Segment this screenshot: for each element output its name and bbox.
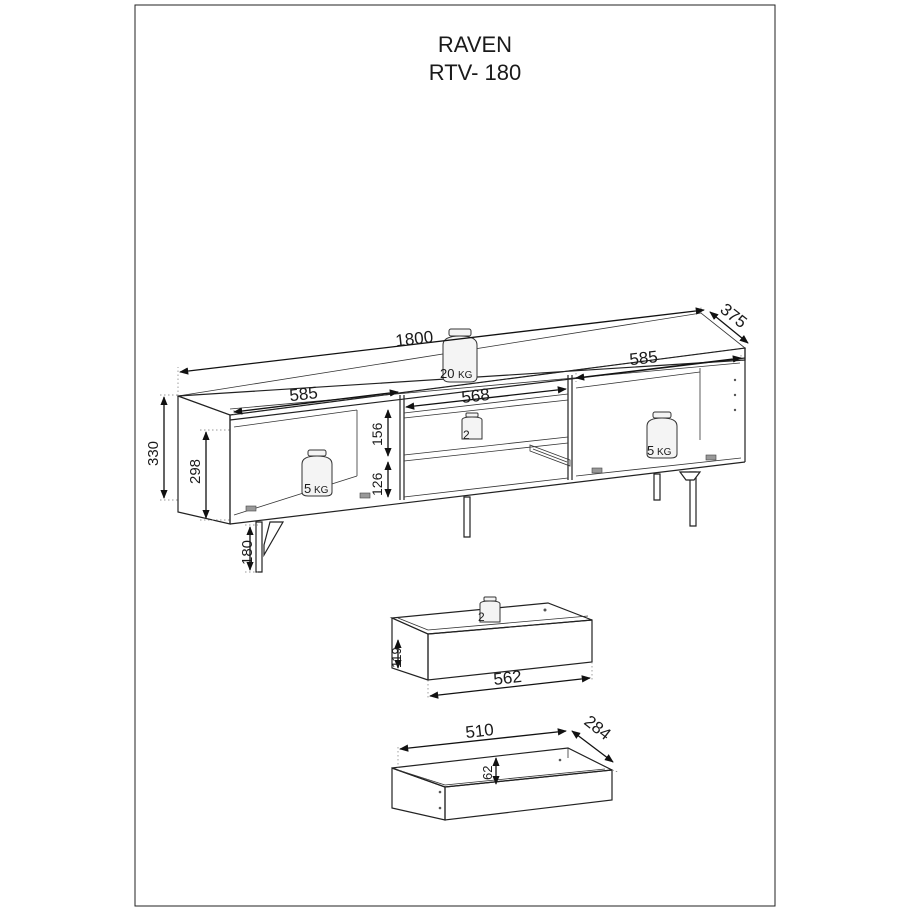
weight-right-icon: 5 KG — [646, 411, 678, 459]
weight-right-unit: KG — [657, 447, 672, 458]
weight-top-value: 20 — [440, 366, 454, 381]
weight-top-unit: KG — [458, 370, 473, 381]
hinge-icon — [245, 454, 717, 512]
cabinet-dimensions: 1800 375 585 585 568 330 298 156 126 — [145, 300, 751, 573]
dim-inner-height: 298 — [187, 459, 204, 484]
dim-drawer-height: 119 — [389, 647, 404, 668]
drawer-front: 2 119 562 — [389, 596, 593, 699]
dim-left-width: 585 — [288, 383, 318, 405]
dim-drawer-box-height: 62 — [480, 766, 495, 780]
dim-drawer-box-width: 510 — [464, 720, 494, 742]
dim-height: 330 — [145, 441, 162, 466]
dim-right-width: 585 — [628, 347, 658, 369]
weight-left-unit: KG — [314, 485, 329, 496]
dim-upper-shelf: 156 — [369, 422, 385, 446]
weight-left-icon: 5 KG — [301, 449, 333, 497]
weight-middle-icon: 2 — [461, 412, 483, 442]
product-model: RTV- 180 — [429, 60, 522, 85]
dim-depth: 375 — [717, 300, 751, 332]
page-frame — [134, 4, 776, 907]
product-name: RAVEN — [438, 32, 512, 57]
weight-right-value: 5 — [647, 443, 654, 458]
cabinet-legs — [255, 471, 702, 573]
dim-middle-width: 568 — [460, 385, 490, 407]
weight-middle-value: 2 — [463, 428, 470, 442]
weight-drawer-icon: 2 — [478, 596, 501, 624]
drawer-box: 510 284 62 — [391, 712, 619, 821]
dim-drawer-width: 562 — [492, 667, 522, 689]
dim-leg-height: 180 — [239, 540, 256, 565]
dim-total-width: 1800 — [394, 327, 434, 350]
dim-lower-shelf: 126 — [369, 472, 385, 496]
tv-cabinet — [176, 312, 746, 525]
weight-drawer-value: 2 — [478, 610, 485, 624]
dim-drawer-box-depth: 284 — [581, 712, 615, 744]
weight-left-value: 5 — [304, 481, 311, 496]
